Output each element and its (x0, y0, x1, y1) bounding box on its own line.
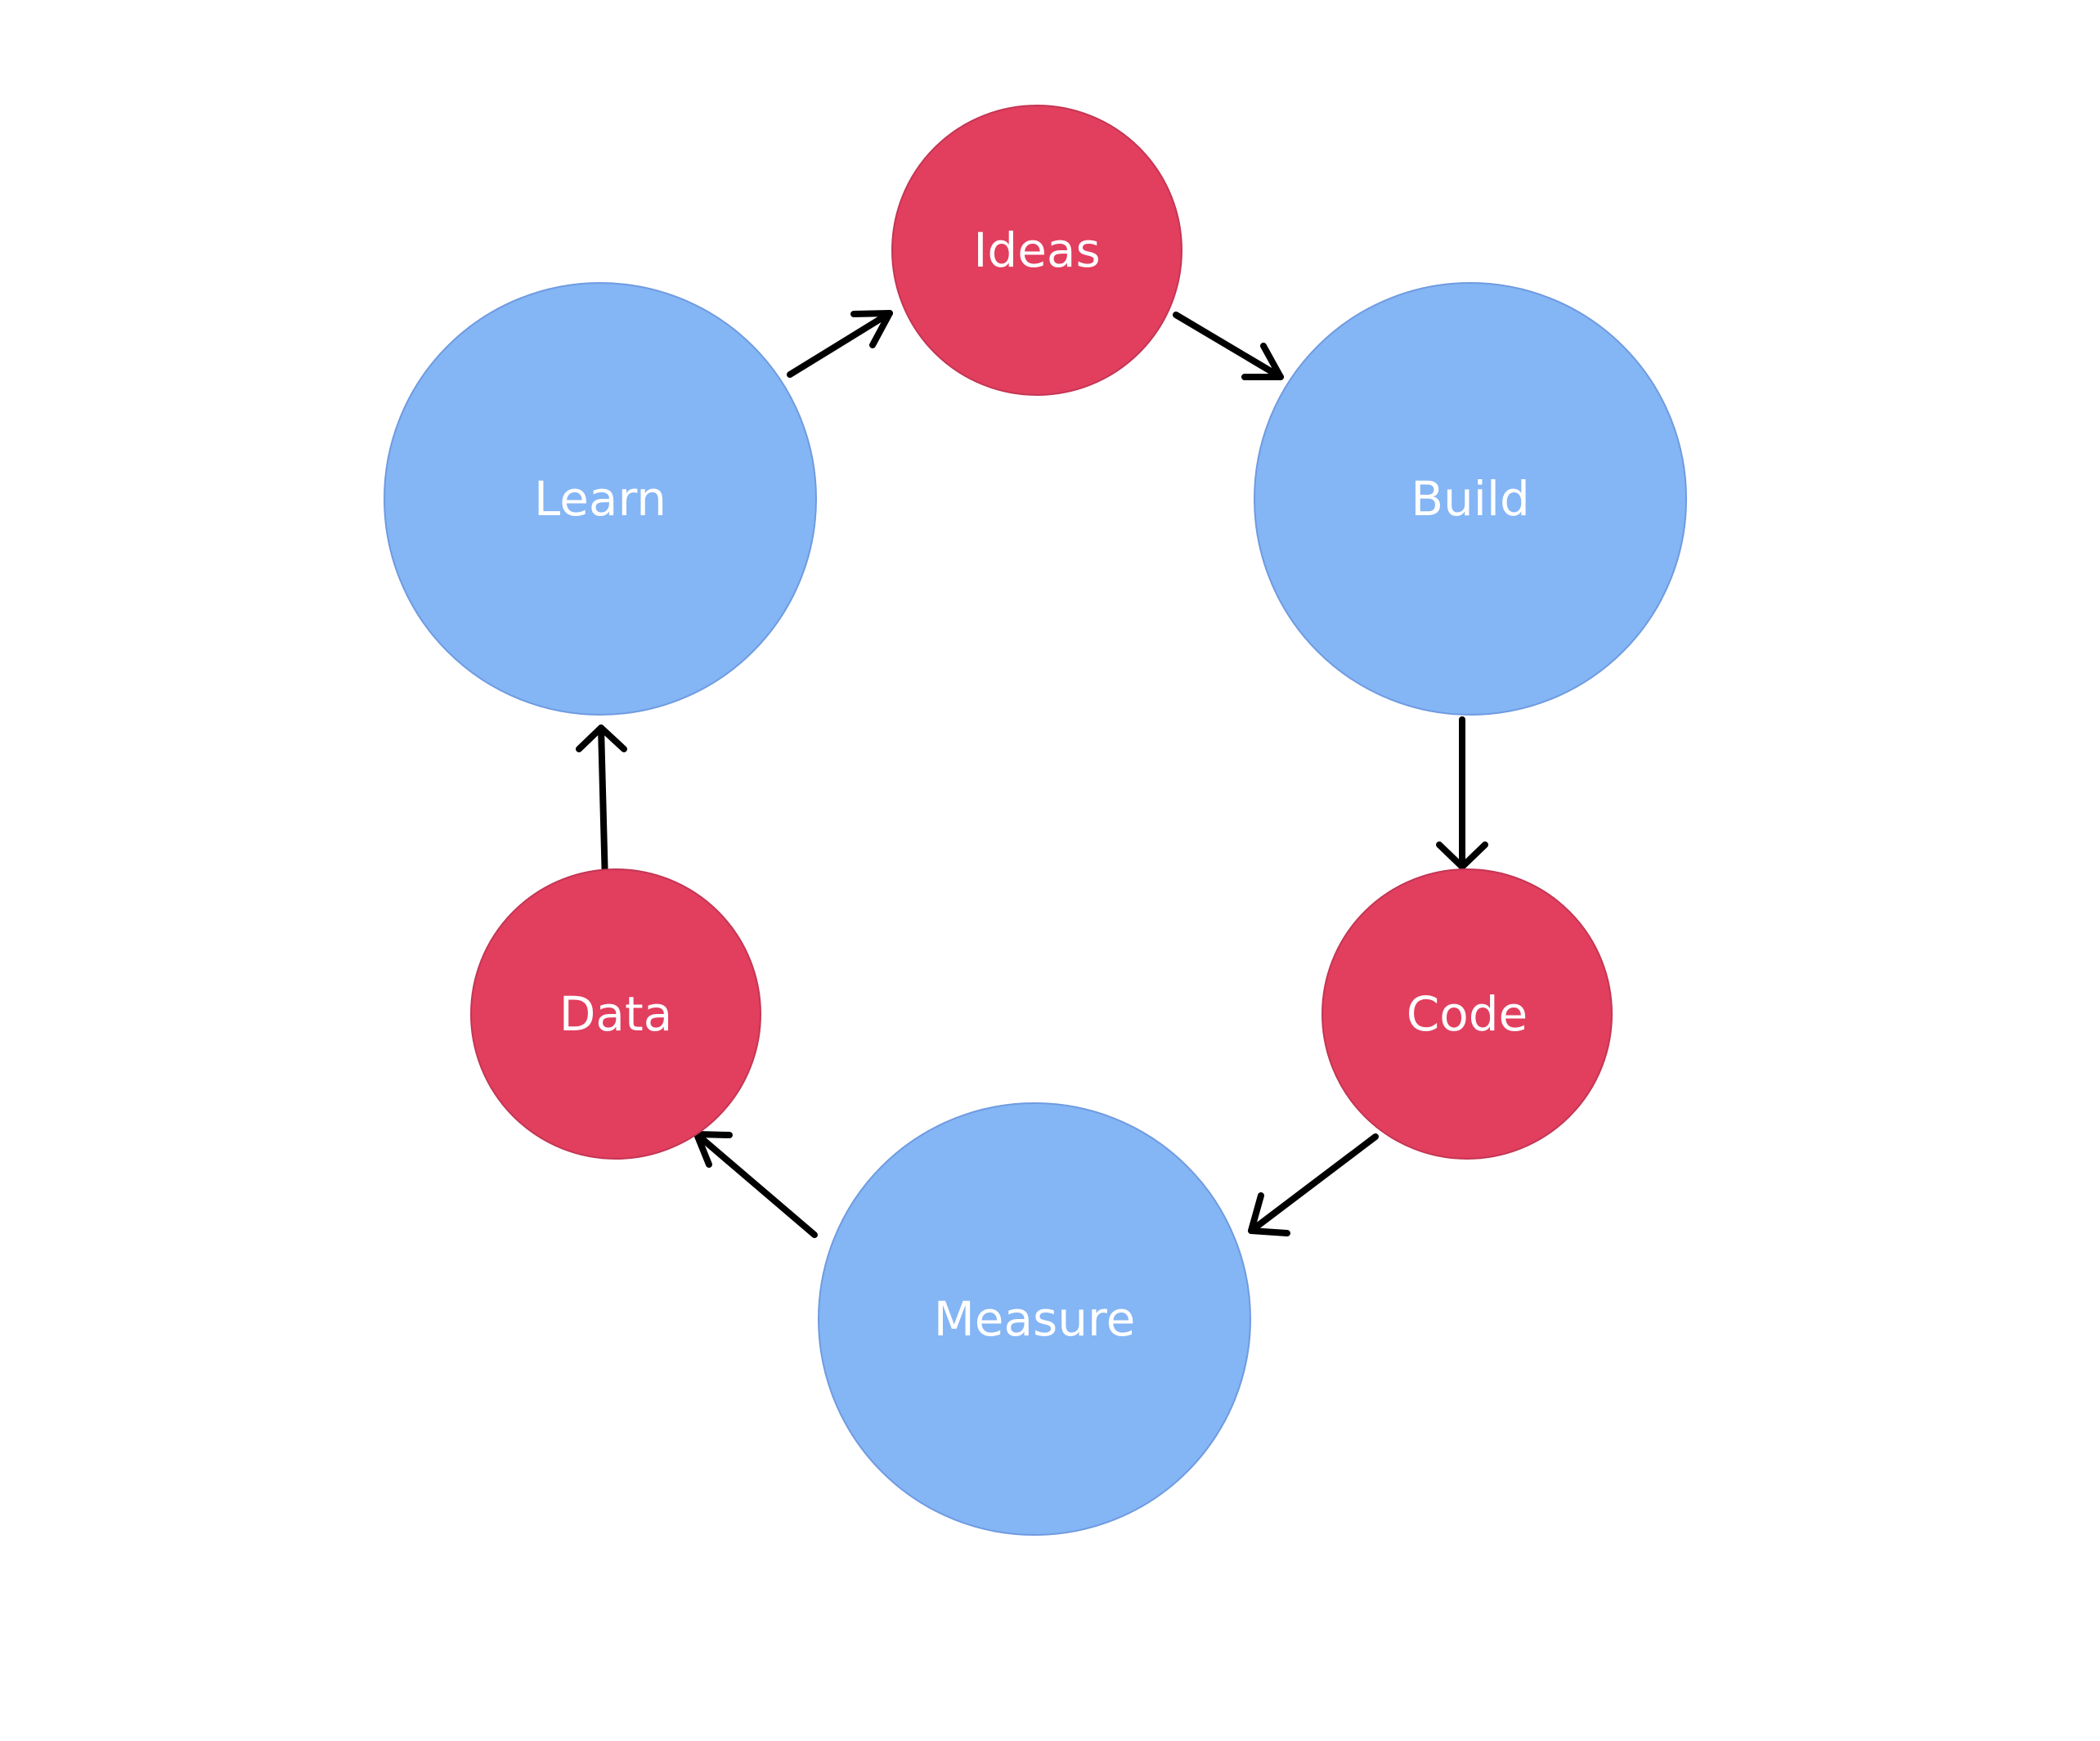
node-measure-label: Measure (933, 1291, 1136, 1347)
node-ideas: Ideas (891, 105, 1182, 396)
node-data-label: Data (559, 986, 673, 1042)
node-learn-label: Learn (533, 471, 667, 527)
node-code: Code (1321, 868, 1613, 1160)
arrow-measure-to-data (693, 1131, 818, 1238)
arrow-data-to-learn (576, 725, 627, 886)
arrow-ideas-to-build (1173, 312, 1284, 380)
node-learn: Learn (384, 282, 817, 716)
arrow-build-to-code (1436, 716, 1488, 870)
node-data: Data (470, 868, 761, 1160)
node-build: Build (1254, 282, 1687, 716)
node-code-label: Code (1406, 986, 1528, 1042)
node-build-label: Build (1411, 471, 1530, 527)
arrow-code-to-measure (1248, 1133, 1379, 1236)
node-ideas-label: Ideas (973, 222, 1101, 278)
arrow-learn-to-ideas (787, 310, 893, 378)
node-measure: Measure (818, 1102, 1251, 1536)
